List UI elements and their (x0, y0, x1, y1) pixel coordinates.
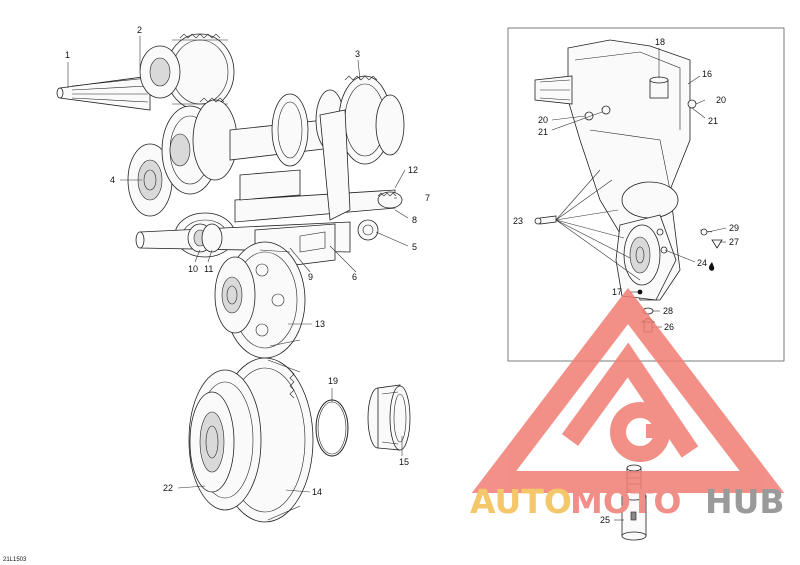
callout-16: 16 (702, 69, 712, 79)
gear-14 (188, 357, 314, 523)
gear-13 (214, 241, 306, 359)
leader-lines-right (551, 48, 727, 328)
leader-lines-left (67, 36, 409, 493)
callout-24: 24 (697, 258, 707, 268)
gear-2 (139, 33, 235, 111)
callout-1: 1 (65, 50, 70, 60)
automotohub-logo-icon (471, 287, 785, 493)
needle-bearing-15 (367, 384, 411, 451)
callout-21-right: 21 (708, 116, 718, 126)
counter-shaft (229, 75, 405, 167)
callout-7: 7 (425, 193, 430, 203)
callout-17: 17 (612, 287, 622, 297)
callout-21-left: 21 (538, 127, 548, 137)
callout-4: 4 (110, 175, 115, 185)
callout-26: 26 (664, 322, 674, 332)
callout-13: 13 (315, 319, 325, 329)
callout-10: 10 (188, 264, 198, 274)
callout-2: 2 (137, 25, 142, 35)
callout-20-left: 20 (538, 115, 548, 125)
shift-fork-assembly (234, 109, 403, 241)
callout-labels: 1 2 3 4 5 6 7 8 9 10 11 12 13 14 15 16 1… (65, 25, 739, 525)
marker-dot-icon (637, 289, 643, 295)
callout-28: 28 (663, 306, 673, 316)
callout-12: 12 (408, 165, 418, 175)
callout-14: 14 (312, 487, 322, 497)
callout-3: 3 (355, 49, 360, 59)
watermark-text-moto: MOTO (570, 482, 681, 521)
callout-23: 23 (513, 216, 523, 226)
inset-frame (507, 27, 785, 362)
callout-8: 8 (412, 215, 417, 225)
watermark-text-auto: AUTO (470, 482, 572, 521)
o-ring-19 (315, 399, 349, 457)
callout-27: 27 (729, 237, 739, 247)
callout-11: 11 (204, 264, 213, 274)
callout-5: 5 (412, 242, 417, 252)
watermark-text-hub: HUB (705, 482, 785, 521)
transfer-case-inset (507, 27, 785, 362)
callout-15: 15 (399, 457, 409, 467)
callout-6: 6 (352, 272, 357, 282)
gearbox-exploded-view (56, 33, 411, 523)
callout-9: 9 (308, 272, 313, 282)
callout-19: 19 (328, 376, 338, 386)
callout-22: 22 (163, 483, 173, 493)
callout-20-right: 20 (716, 95, 726, 105)
callout-18: 18 (655, 37, 665, 47)
oil-drop-icon (708, 262, 715, 271)
callout-29: 29 (729, 223, 739, 233)
input-shaft (56, 75, 151, 111)
automotohub-watermark: AUTO MOTO HUB (470, 287, 785, 521)
o-ring-19-inner (317, 401, 347, 455)
drawing-code: 21L1503 (3, 557, 27, 563)
callout-25: 25 (600, 515, 610, 525)
